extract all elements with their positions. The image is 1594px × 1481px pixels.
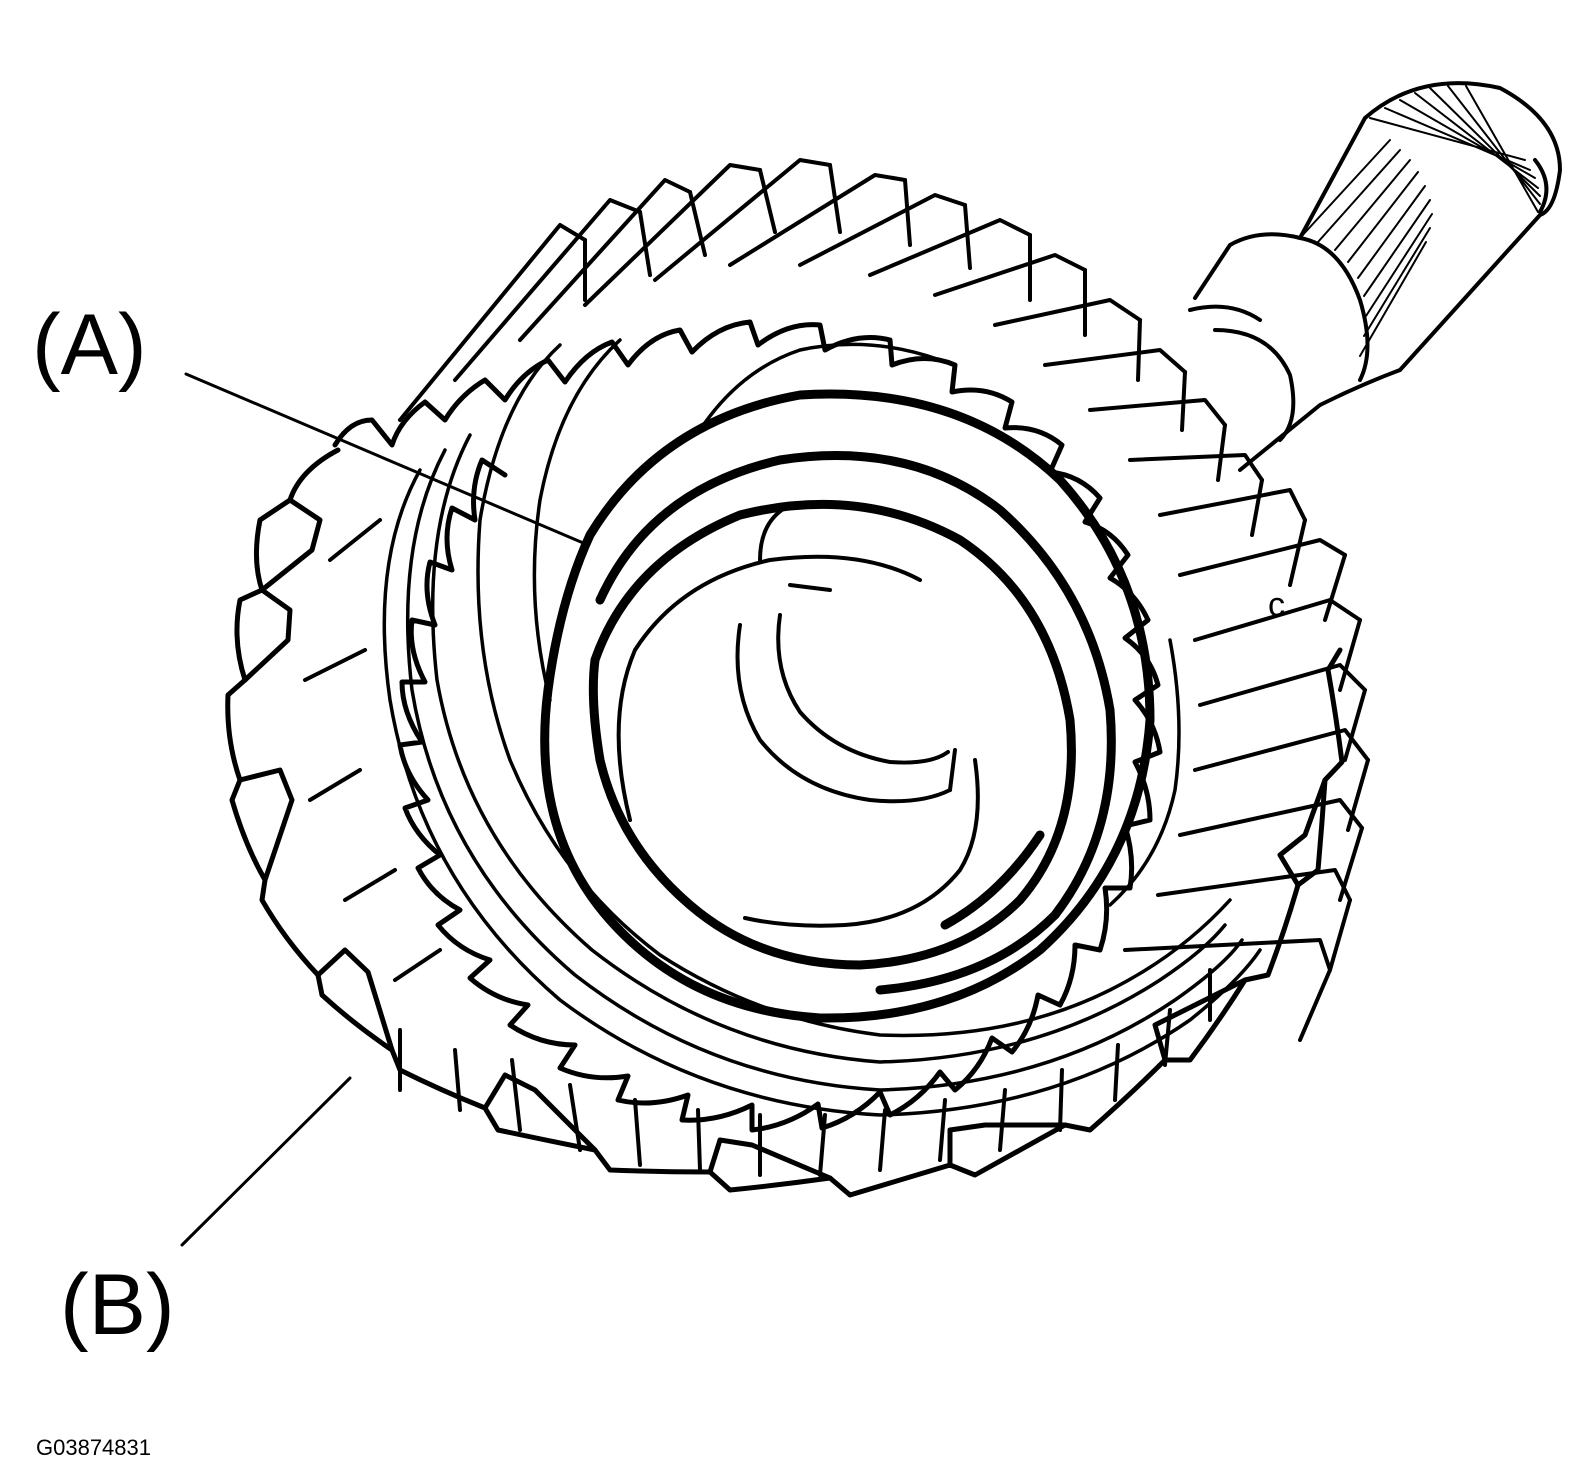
splined-shaft xyxy=(1188,81,1562,472)
callout-label-b: (B) xyxy=(60,1257,175,1353)
gear-inner-rim xyxy=(332,319,1163,1133)
part-mark-c: c xyxy=(1268,586,1285,624)
thrust-washer xyxy=(382,338,1262,1117)
inner-bore xyxy=(616,503,980,928)
leader-line-a xyxy=(184,372,590,547)
snap-ring-a xyxy=(540,389,1155,1023)
callout-label-a: (A) xyxy=(32,297,147,393)
gear-outer-splines xyxy=(225,447,1345,1198)
leader-line-b xyxy=(180,1076,352,1247)
figure-id: G03874831 xyxy=(36,1435,151,1460)
spline-ridges xyxy=(303,158,1370,1177)
